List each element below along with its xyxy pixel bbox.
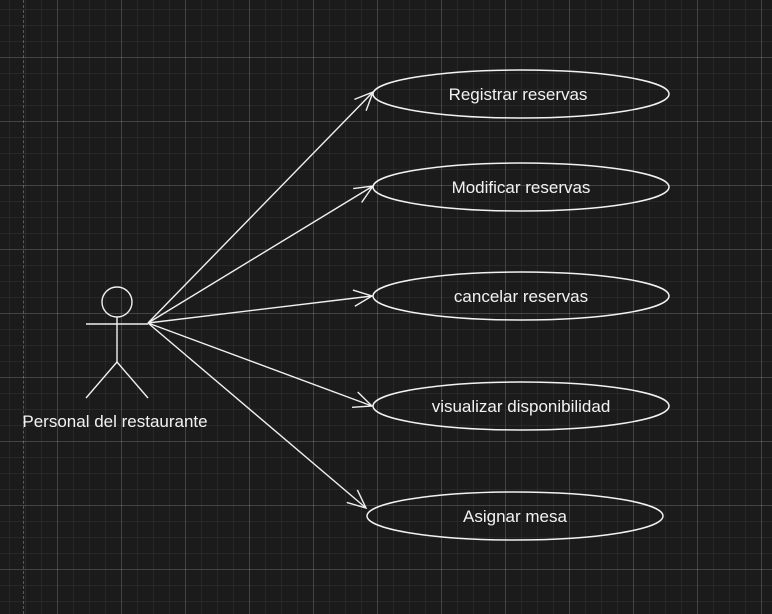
use-case-ellipse [366, 491, 664, 541]
arrowhead-5 [346, 489, 368, 510]
use-case-label: Registrar reservas [449, 85, 588, 104]
actor-left-leg [85, 361, 118, 399]
use-case-ellipse [372, 381, 670, 431]
use-case-ellipse [372, 162, 670, 212]
use-case-cancelar-reservas[interactable]: cancelar reservas [372, 271, 670, 321]
use-case-modificar-reservas[interactable]: Modificar reservas [372, 162, 670, 212]
association-lines [147, 90, 375, 510]
use-case-label: Modificar reservas [452, 178, 591, 197]
actor-personal-del-restaurante[interactable]: Personal del restaurante [22, 286, 208, 431]
use-case-ellipse [372, 271, 670, 321]
actor-head [101, 286, 133, 318]
page-boundary-line [23, 0, 24, 614]
actor-right-leg [116, 361, 149, 399]
arrowhead-4 [351, 391, 374, 409]
association-line-3 [147, 295, 373, 324]
association-line-2 [147, 185, 374, 324]
actor-label: Personal del restaurante [22, 412, 207, 431]
association-line-4 [147, 322, 373, 407]
use-case-registrar-reservas[interactable]: Registrar reservas [372, 69, 670, 119]
use-case-label: cancelar reservas [454, 287, 588, 306]
use-case-ellipse [372, 69, 670, 119]
use-case-label: visualizar disponibilidad [432, 397, 611, 416]
arrowhead-3 [352, 289, 374, 307]
use-case-visualizar-disponibilidad[interactable]: visualizar disponibilidad [372, 381, 670, 431]
association-line-5 [147, 322, 367, 509]
association-line-1 [147, 91, 374, 324]
use-case-asignar-mesa[interactable]: Asignar mesa [366, 491, 664, 541]
use-case-label: Asignar mesa [463, 507, 567, 526]
